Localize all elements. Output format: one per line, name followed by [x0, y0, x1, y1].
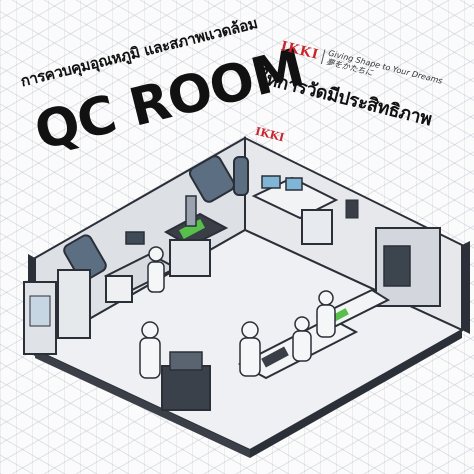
cabinet-left-2 [57, 269, 91, 339]
cmm-body [105, 275, 133, 303]
worker-1 [147, 246, 165, 293]
worker-3 [239, 321, 261, 377]
cmm-monitor [125, 231, 145, 245]
window-mid [188, 155, 236, 203]
machine-right-door [383, 245, 411, 287]
green-station-body [169, 239, 211, 277]
desk-cabinet [301, 209, 333, 245]
right-wall-edge [462, 241, 470, 334]
worker-4 [292, 316, 312, 362]
desk-monitor-2 [285, 177, 303, 191]
window-right [233, 156, 249, 196]
floor-front-edge [35, 350, 250, 458]
green-station-glow [179, 218, 205, 240]
wall-panel [345, 199, 359, 219]
green-station-arm [185, 195, 197, 227]
desk-monitor-1 [261, 175, 281, 189]
floor-front-edge-right [250, 330, 462, 458]
worker-5 [316, 290, 336, 338]
cabinet-left-window [29, 295, 51, 327]
workbench-mat [261, 346, 289, 368]
trolley-box [169, 351, 203, 371]
worker-2 [139, 321, 161, 379]
trolley [161, 365, 211, 411]
